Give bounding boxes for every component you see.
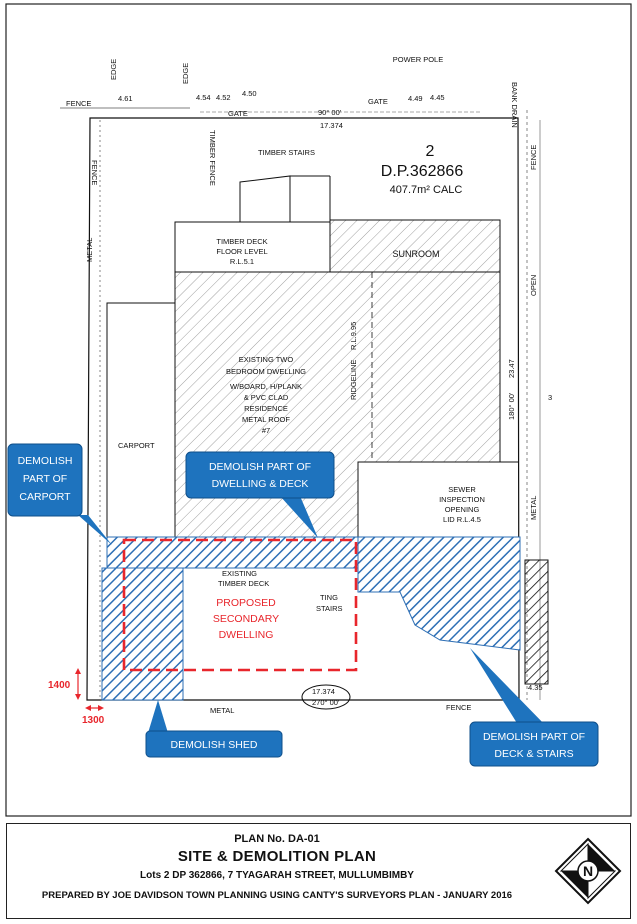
- distance-right: 23.47: [507, 359, 516, 378]
- distance-bottom: 17.374: [312, 687, 335, 696]
- label-fence-top-left: FENCE: [66, 99, 91, 108]
- label-metal-left: METAL: [85, 238, 94, 262]
- carport: [106, 302, 176, 541]
- level-3: 4.52: [216, 93, 231, 102]
- dwelling-line-6: METAL ROOF: [242, 415, 290, 424]
- level-1: 4.61: [118, 94, 133, 103]
- label-carport: CARPORT: [118, 441, 155, 450]
- dwelling-line-5: RESIDENCE: [244, 404, 288, 413]
- demolish-deck-stairs-area: [357, 536, 521, 651]
- sunroom: [329, 219, 501, 273]
- level-6: 4.45: [430, 93, 445, 102]
- callout-carport-line-2: PART OF: [23, 473, 67, 485]
- lot-dp: D.P.362866: [381, 163, 464, 180]
- plan-title: SITE & DEMOLITION PLAN: [177, 848, 377, 865]
- sewer-line-2: INSPECTION: [439, 495, 485, 504]
- label-timber-deck: TIMBER DECK: [216, 237, 267, 246]
- site-plan-drawing: DEMOLISH PART OF CARPORT DEMOLISH PART O…: [5, 3, 632, 817]
- title-block: PLAN No. DA-01 SITE & DEMOLITION PLAN Lo…: [6, 823, 631, 919]
- level-4: 4.50: [242, 89, 257, 98]
- dwelling-line-7: #7: [262, 426, 270, 435]
- dwelling-line-1: EXISTING TWO: [239, 355, 294, 364]
- label-edge-2: EDGE: [181, 63, 190, 84]
- proposed-line-1: PROPOSED: [216, 597, 276, 609]
- callout-deck-line-1: DEMOLISH PART OF: [483, 731, 585, 743]
- callout-carport-line-3: CARPORT: [19, 491, 71, 503]
- label-ridge-rl: R.L.9.95: [349, 322, 358, 350]
- proposed-dwelling-outline: [122, 538, 358, 672]
- label-gate-top-right: GATE: [368, 97, 388, 106]
- callout-demolish-dwelling: DEMOLISH PART OF DWELLING & DECK: [185, 451, 335, 538]
- label-power-pole: POWER POLE: [393, 55, 443, 64]
- label-lot-3: 3: [548, 393, 552, 402]
- label-edge-1: EDGE: [109, 59, 118, 80]
- label-floor-rl: R.L.5.1: [230, 257, 254, 266]
- prepared-by: PREPARED BY JOE DAVIDSON TOWN PLANNING U…: [41, 890, 513, 901]
- distance-top: 17.374: [320, 121, 343, 130]
- label-fence-left: FENCE: [90, 160, 99, 185]
- drawing-frame: [5, 3, 632, 817]
- sewer-line-4: LID R.L.4.5: [443, 515, 481, 524]
- level-5: 4.49: [408, 94, 423, 103]
- plan-number: PLAN No. DA-01: [234, 833, 320, 845]
- dwelling-line-2: BEDROOM DWELLING: [226, 367, 306, 376]
- callout-carport-line-1: DEMOLISH: [18, 455, 73, 467]
- dwelling-line-4: & PVC CLAD: [244, 393, 289, 402]
- callout-demolish-carport: DEMOLISH PART OF CARPORT: [7, 443, 112, 545]
- proposed-line-3: DWELLING: [219, 629, 274, 641]
- label-fence-right: FENCE: [529, 145, 538, 170]
- callout-demolish-shed: DEMOLISH SHED: [145, 700, 283, 758]
- dimension-horizontal: 1300: [82, 715, 105, 726]
- bearing-bottom: 270° 00': [312, 698, 340, 707]
- label-open-right: OPEN: [529, 275, 538, 296]
- callout-shed-text: DEMOLISH SHED: [171, 739, 258, 751]
- neighbour-structure: [524, 559, 549, 685]
- north-arrow-icon: N: [554, 837, 622, 905]
- lot-area: 407.7m² CALC: [390, 184, 463, 196]
- lot-number: 2: [426, 143, 435, 160]
- north-label: N: [583, 863, 593, 879]
- label-existing-deck: TIMBER DECK: [218, 579, 269, 588]
- dimension-vertical: 1400: [48, 680, 71, 691]
- label-fence-bottom: FENCE: [446, 703, 471, 712]
- label-sunroom: SUNROOM: [393, 249, 440, 259]
- demolish-shed-area: [101, 567, 184, 701]
- bearing-top: 90° 00': [318, 108, 342, 117]
- sewer-line-1: SEWER: [448, 485, 476, 494]
- level-2: 4.54: [196, 93, 211, 102]
- sewer-line-3: OPENING: [445, 505, 480, 514]
- callout-deck-line-2: DECK & STAIRS: [494, 748, 573, 760]
- callout-dwelling-line-1: DEMOLISH PART OF: [209, 461, 311, 473]
- label-gate-top-left: GATE: [228, 109, 248, 118]
- callout-dwelling-line-2: DWELLING & DECK: [212, 478, 309, 490]
- label-existing: EXISTING: [222, 569, 257, 578]
- level-bottom-right: 4.35: [528, 683, 543, 692]
- label-timber-stairs: TIMBER STAIRS: [258, 148, 315, 157]
- label-ridgeline: RIDGELINE: [349, 360, 358, 400]
- label-stairs-partial: TING: [320, 593, 338, 602]
- proposed-line-2: SECONDARY: [213, 613, 279, 625]
- label-metal-bottom: METAL: [210, 706, 234, 715]
- timber-stairs: [239, 175, 291, 223]
- callout-demolish-deck-stairs: DEMOLISH PART OF DECK & STAIRS: [469, 648, 599, 767]
- demolish-carport-dwelling-strip: [106, 536, 359, 569]
- label-metal-right: METAL: [529, 496, 538, 520]
- distance-ellipse: [301, 684, 351, 710]
- lot-address: Lots 2 DP 362866, 7 TYAGARAH STREET, MUL…: [140, 870, 414, 881]
- dwelling-line-3: W/BOARD, H/PLANK: [230, 382, 302, 391]
- label-floor-level: FLOOR LEVEL: [216, 247, 267, 256]
- bearing-right: 180° 00': [507, 392, 516, 420]
- label-timber-fence: TIMBER FENCE: [208, 130, 217, 186]
- label-bank-drain: BANK DRAIN: [510, 82, 519, 128]
- label-stairs: STAIRS: [316, 604, 343, 613]
